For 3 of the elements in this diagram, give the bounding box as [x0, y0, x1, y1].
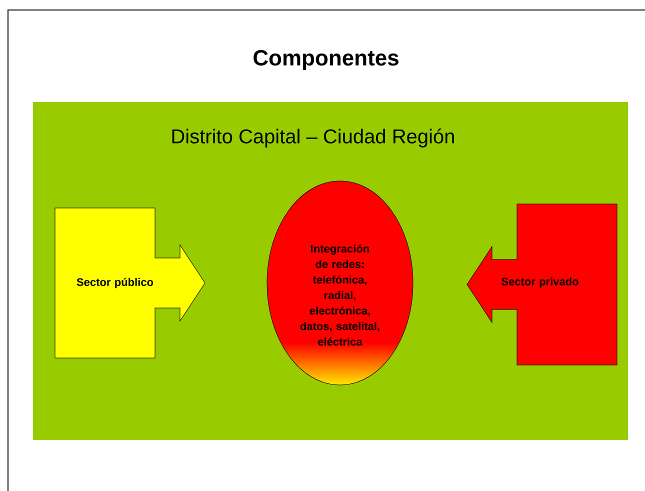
arrow-callout: Sector público [54, 208, 206, 358]
arrow-callout: Sector privado [466, 204, 618, 366]
title: Componentes [254, 50, 398, 70]
